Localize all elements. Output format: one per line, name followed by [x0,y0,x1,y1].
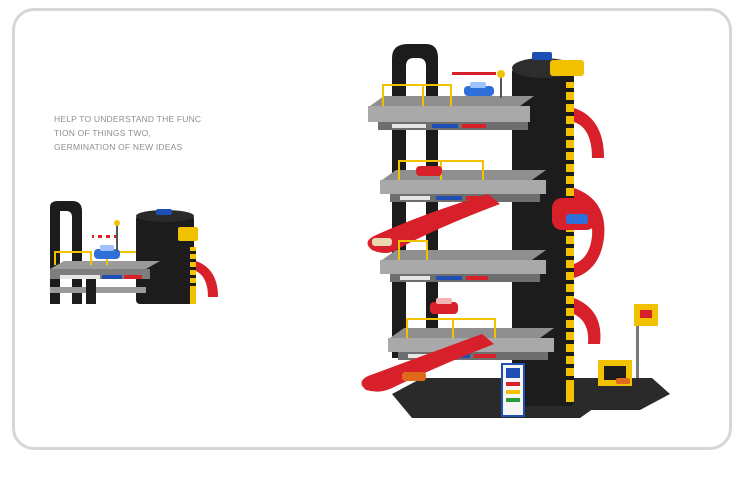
product-caption: HELP TO UNDERSTAND THE FUNC TION OF THIN… [54,112,224,154]
caption-line-2: TION OF THINGS TWO, [54,128,151,138]
caption-line-1: HELP TO UNDERSTAND THE FUNC [54,114,202,124]
caption-line-3: GERMINATION OF NEW IDEAS [54,142,183,152]
parking-garage-illustration [361,44,670,418]
detail-thumbnail-image [50,199,218,304]
parking-garage-toy-image [352,38,672,450]
thumbnail-illustration [50,199,218,304]
